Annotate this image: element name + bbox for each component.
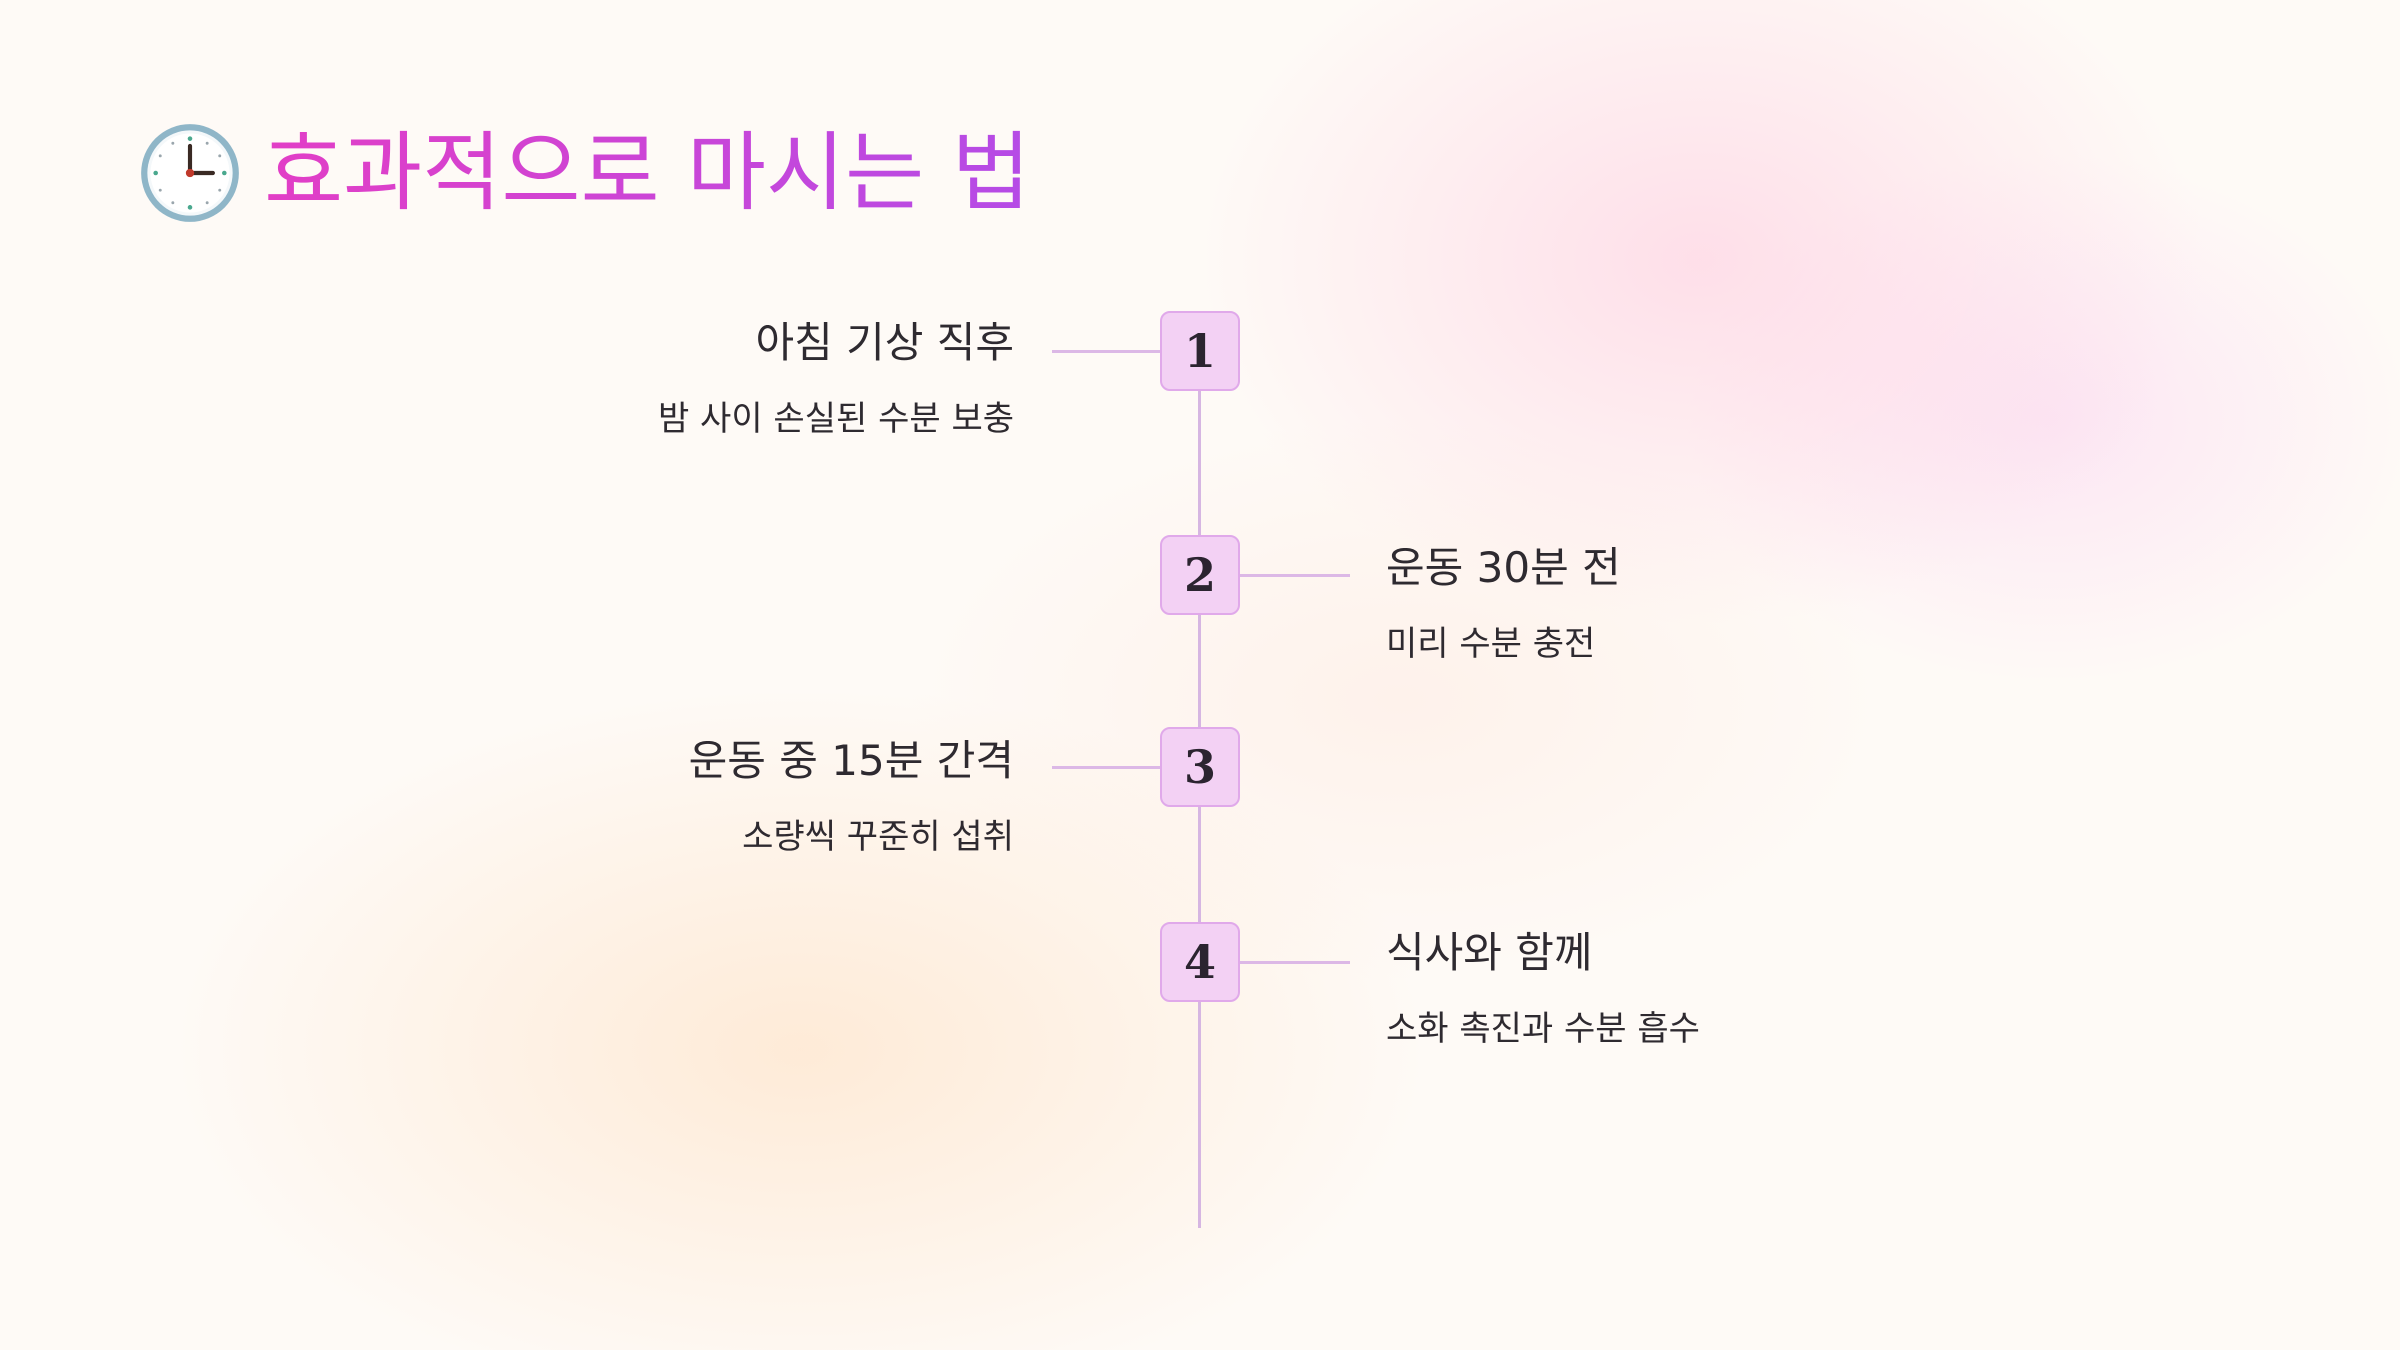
connector-3 xyxy=(1052,766,1160,769)
step-3-number: 3 xyxy=(1160,727,1240,807)
step-2: 운동 30분 전 미리 수분 충전 xyxy=(1386,540,1946,666)
step-1-description: 밤 사이 손실된 수분 보충 xyxy=(657,399,1014,439)
connector-4 xyxy=(1240,961,1350,964)
page-title: 효과적으로 마시는 법 xyxy=(138,118,1031,228)
step-3: 운동 중 15분 간격 소량씩 꾸준히 섭취 xyxy=(454,733,1014,859)
connector-1 xyxy=(1052,350,1160,353)
step-4-title: 식사와 함께 xyxy=(1386,928,1593,977)
step-2-title: 운동 30분 전 xyxy=(1386,543,1621,592)
step-4-number: 4 xyxy=(1160,922,1240,1002)
step-3-description: 소량씩 꾸준히 섭취 xyxy=(742,817,1014,857)
step-3-title: 운동 중 15분 간격 xyxy=(688,736,1014,785)
step-2-number: 2 xyxy=(1160,535,1240,615)
clock-icon xyxy=(141,124,239,222)
step-1-title: 아침 기상 직후 xyxy=(755,318,1014,367)
step-1: 아침 기상 직후 밤 사이 손실된 수분 보충 xyxy=(454,315,1014,441)
connector-2 xyxy=(1240,574,1350,577)
step-1-number: 1 xyxy=(1160,311,1240,391)
step-4: 식사와 함께 소화 촉진과 수분 흡수 xyxy=(1386,925,1946,1051)
title-text: 효과적으로 마시는 법 xyxy=(264,118,1031,228)
step-4-description: 소화 촉진과 수분 흡수 xyxy=(1386,1009,1700,1049)
step-2-description: 미리 수분 충전 xyxy=(1386,624,1596,664)
